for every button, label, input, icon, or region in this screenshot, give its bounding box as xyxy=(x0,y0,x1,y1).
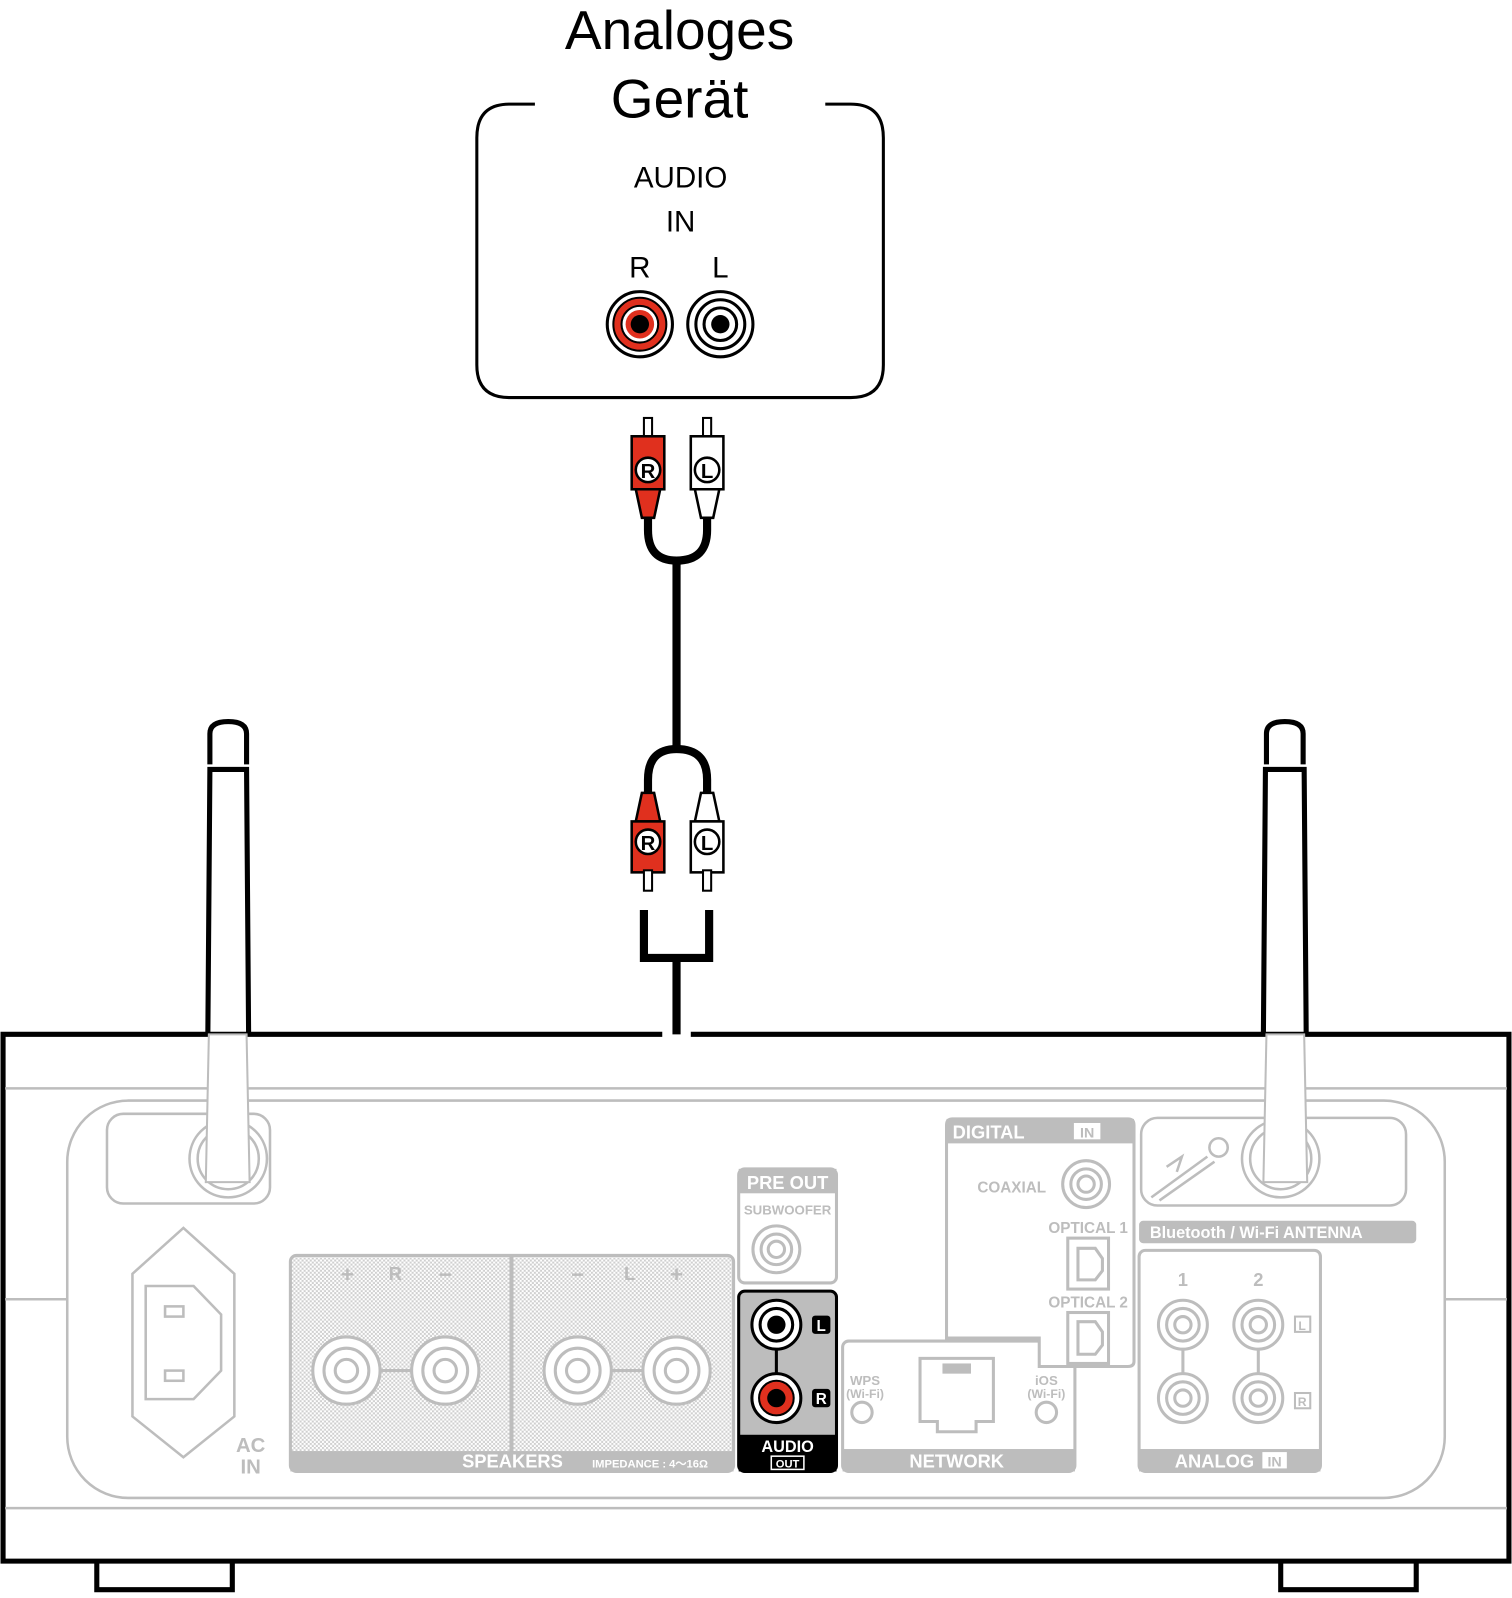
speaker-post[interactable] xyxy=(410,1335,481,1406)
analog-jack-2l[interactable] xyxy=(1232,1298,1285,1351)
jack-r[interactable] xyxy=(605,290,674,359)
analog-device: Analoges Gerät AUDIO IN R L xyxy=(475,0,885,400)
wps-wifi-label: (Wi-Fi) xyxy=(846,1387,884,1401)
coaxial-jack[interactable] xyxy=(1061,1159,1112,1210)
antenna-right xyxy=(1260,719,1309,1035)
ac-inlet[interactable] xyxy=(132,1233,234,1452)
impedance-label: IMPEDANCE : 4～16Ω xyxy=(592,1458,708,1470)
analog-jack-2r[interactable] xyxy=(1232,1372,1285,1425)
audio-in-label: AUDIO xyxy=(634,162,728,195)
audio-out-l-label: L xyxy=(817,1318,826,1335)
plug-l-bottom-label: L xyxy=(701,833,713,855)
analog-col1-label: 1 xyxy=(1178,1269,1188,1290)
subwoofer-label: SUBWOOFER xyxy=(744,1203,832,1218)
analog-jack-1l[interactable] xyxy=(1156,1298,1209,1351)
wps-label: WPS xyxy=(850,1373,880,1388)
digital-in-badge: IN xyxy=(1080,1125,1094,1141)
pre-out-section: PRE OUT SUBWOOFER xyxy=(737,1167,839,1285)
ios-label: iOS xyxy=(1035,1373,1058,1388)
channel-l-label: L xyxy=(712,251,728,284)
analog-in-badge: IN xyxy=(1267,1454,1281,1470)
wps-button[interactable] xyxy=(850,1400,874,1425)
analog-label: ANALOG xyxy=(1175,1450,1254,1471)
optical1-port[interactable] xyxy=(1066,1236,1111,1291)
plug-l-bottom: L xyxy=(689,791,725,892)
ios-button[interactable] xyxy=(1034,1400,1059,1425)
optical2-label: OPTICAL 2 xyxy=(1048,1294,1127,1311)
audio-out-out-badge: OUT xyxy=(776,1458,800,1470)
analog-l-label: L xyxy=(1298,1319,1306,1333)
audio-in-label-2: IN xyxy=(666,205,696,238)
spk-r-label: R xyxy=(389,1263,402,1284)
device-title-line1: Analoges xyxy=(565,0,794,61)
audio-out-r-label: R xyxy=(816,1391,827,1408)
optical1-label: OPTICAL 1 xyxy=(1048,1220,1128,1237)
jack-l[interactable] xyxy=(686,290,755,359)
optical2-port[interactable] xyxy=(1066,1310,1111,1365)
speaker-post[interactable] xyxy=(641,1335,712,1406)
analog-r-label: R xyxy=(1298,1395,1307,1409)
analog-col2-label: 2 xyxy=(1253,1269,1263,1290)
antenna-section: Bluetooth / Wi-Fi ANTENNA xyxy=(1139,1137,1417,1244)
audio-out-jack-l[interactable] xyxy=(750,1298,803,1351)
audio-out-jack-r[interactable] xyxy=(750,1372,803,1425)
channel-r-label: R xyxy=(629,251,650,284)
speakers-label: SPEAKERS xyxy=(462,1450,563,1471)
speaker-post[interactable] xyxy=(311,1335,382,1406)
analog-in-section: ANALOG IN 1 2 L R xyxy=(1137,1248,1322,1473)
network-label: NETWORK xyxy=(909,1450,1004,1471)
audio-out-label: AUDIO xyxy=(761,1438,814,1456)
spk-l-plus: + xyxy=(670,1262,683,1287)
receiver-rear-panel: AC IN SPEAKERS IMPEDANCE : 4～16Ω + R − −… xyxy=(0,719,1512,1593)
plug-r-top: R xyxy=(630,416,666,520)
ac-in-label: AC xyxy=(236,1435,266,1457)
antenna-label: Bluetooth / Wi-Fi ANTENNA xyxy=(1150,1224,1363,1242)
ios-wifi-label: (Wi-Fi) xyxy=(1027,1387,1065,1401)
ac-in-label-2: IN xyxy=(240,1456,260,1478)
analog-jack-1r[interactable] xyxy=(1156,1372,1209,1425)
spk-l-label: L xyxy=(624,1263,635,1284)
spk-l-minus: − xyxy=(571,1262,584,1287)
digital-label: DIGITAL xyxy=(953,1121,1025,1142)
plug-r-bottom-label: R xyxy=(641,833,656,855)
speaker-terminals: SPEAKERS IMPEDANCE : 4～16Ω + R − − L + xyxy=(288,1253,736,1473)
ethernet-port[interactable] xyxy=(918,1356,995,1434)
device-title-line2: Gerät xyxy=(611,67,749,129)
network-section: NETWORK WPS (Wi-Fi) iOS (Wi-Fi) xyxy=(841,1339,1077,1473)
antenna-left xyxy=(205,719,252,1035)
speaker-post[interactable] xyxy=(542,1335,613,1406)
plug-l-top: L xyxy=(689,416,725,520)
coaxial-label: COAXIAL xyxy=(977,1179,1046,1196)
spk-r-minus: − xyxy=(439,1262,452,1287)
antenna-connector-icon xyxy=(1150,1137,1230,1202)
plug-l-top-label: L xyxy=(701,461,713,483)
digital-in-section: DIGITAL IN COAXIAL OPTICAL 1 OPTICAL 2 xyxy=(945,1117,1136,1369)
plug-r-bottom: R xyxy=(630,791,666,892)
audio-out-section: AUDIO OUT L R xyxy=(737,1289,839,1473)
subwoofer-jack[interactable] xyxy=(751,1224,802,1275)
plug-r-top-label: R xyxy=(641,461,656,483)
spk-r-plus: + xyxy=(341,1262,354,1287)
pre-out-label: PRE OUT xyxy=(747,1172,828,1193)
